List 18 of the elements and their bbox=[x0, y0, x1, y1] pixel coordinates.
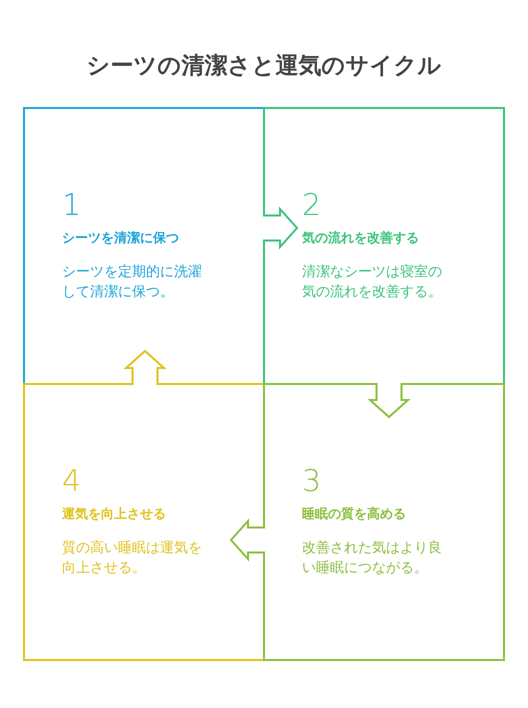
step-heading: シーツを清潔に保つ bbox=[62, 230, 179, 248]
arrow bbox=[262, 206, 298, 250]
step-description: シーツを定期的に洗濯して清潔に保つ。 bbox=[62, 263, 203, 302]
arrow bbox=[367, 382, 411, 418]
step-heading: 運気を向上させる bbox=[62, 506, 166, 524]
title: シーツの清潔さと運気のサイクル bbox=[86, 52, 442, 81]
step-number: 3 bbox=[302, 465, 322, 499]
step-heading: 気の流れを改善する bbox=[302, 230, 419, 248]
step-number: 4 bbox=[62, 465, 82, 499]
quadrant-box bbox=[263, 383, 505, 661]
step-heading: 睡眠の質を高める bbox=[302, 506, 406, 524]
step-number: 1 bbox=[62, 189, 82, 223]
arrow bbox=[123, 350, 167, 386]
step-description: 質の高い睡眠は運気を向上させる。 bbox=[62, 539, 203, 578]
arrow bbox=[230, 518, 266, 562]
step-number: 2 bbox=[302, 189, 322, 223]
step-description: 清潔なシーツは寝室の気の流れを改善する。 bbox=[302, 263, 443, 302]
step-description: 改善された気はより良い睡眠につながる。 bbox=[302, 539, 443, 578]
